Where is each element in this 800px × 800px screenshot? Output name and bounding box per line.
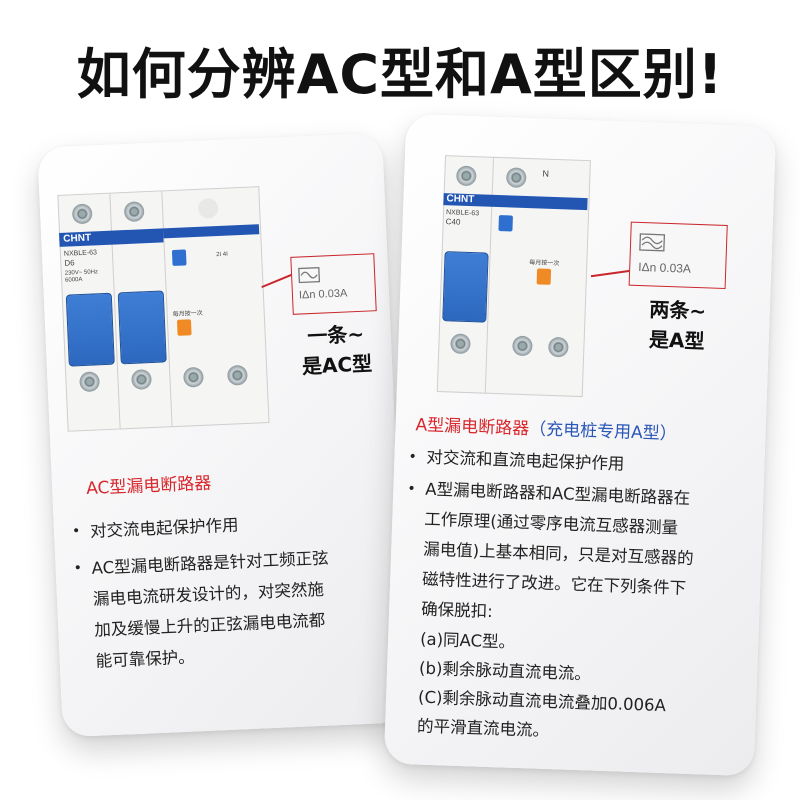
a-callout: 两条~ 是A型 [626,294,728,357]
n-label: N [542,168,550,179]
list-item: • AC型漏电断路器是针对工频正弦 漏电电流研发设计的，对突然施 加及缓慢上升的… [73,548,329,671]
ac-callout: 一条~ 是AC型 [285,318,388,382]
a-title-red: A型漏电断路器 [415,415,530,440]
brand-logo: CHNT [446,193,475,206]
ac-section-title: AC型漏电断路器 [85,473,212,499]
reset-button [176,319,192,336]
model-text: NXBLE-63 [63,249,98,258]
test-button [498,215,513,232]
ac-bullet-list: •对交流电起保护作用 • AC型漏电断路器是针对工频正弦 漏电电流研发设计的，对… [71,503,393,678]
ac-type-card: CHNT NXBLE-63 D6 230V~ 50Hz 6000A 每月按一次 … [37,132,408,738]
single-wave-icon [298,266,321,284]
list-item: •对交流电起保护作用 [71,515,239,541]
brand-logo: CHNT [63,232,92,245]
a-type-card: N CHNT NXBLE-63 C40 每月按一次 IΔn 0.03A 两条~ … [383,113,777,777]
a-symbol-zoom: IΔn 0.03A [628,221,728,289]
sensitivity-text: IΔn 0.03A [638,259,692,276]
toggle-handle-2 [117,290,167,365]
ac-symbol-zoom: IΔn 0.03A [290,253,377,315]
conditions-list: (a)同AC型。 (b)剩余脉动直流电流。 (C)剩余脉动直流电流叠加0.006… [399,624,748,752]
rating-text: D6 [64,258,75,268]
a-breaker-image: N CHNT NXBLE-63 C40 每月按一次 [436,155,595,400]
list-item: • A型漏电断路器和AC型漏电断路器在 工作原理(通过零序电流互感器测量 漏电值… [407,479,694,622]
test-button [171,249,187,267]
callout-line-2: 是AC型 [301,351,373,379]
toggle-handle [442,251,489,323]
callout-line-1: 一条~ [306,321,365,349]
toggle-handle-1 [65,292,115,367]
rating-text: C40 [445,217,461,227]
a-bullet-list: •对交流和直流电起保护作用 • A型漏电断路器和AC型漏电断路器在 工作原理(通… [399,442,754,752]
a-title-blue: （充电桩专用A型） [528,419,678,445]
callout-line-1: 两条~ [648,297,707,324]
model-text: NXBLE-63 [445,209,480,218]
callout-line-2: 是A型 [648,327,705,354]
monthly-test-label: 每月按一次 [172,310,203,319]
monthly-test-label: 每月按一次 [529,260,560,268]
marking-text: 2I 4I [216,251,228,259]
page-title: 如何分辨AC型和A型区别! [76,43,724,106]
sensitivity-text: IΔn 0.03A [298,287,348,302]
double-wave-icon [639,233,666,252]
a-section-title: A型漏电断路器（充电桩专用A型） [415,410,677,444]
ac-breaker-image: CHNT NXBLE-63 D6 230V~ 50Hz 6000A 每月按一次 … [57,186,270,434]
spec-text: 230V~ 50Hz 6000A [64,269,99,284]
reset-button [536,268,552,285]
